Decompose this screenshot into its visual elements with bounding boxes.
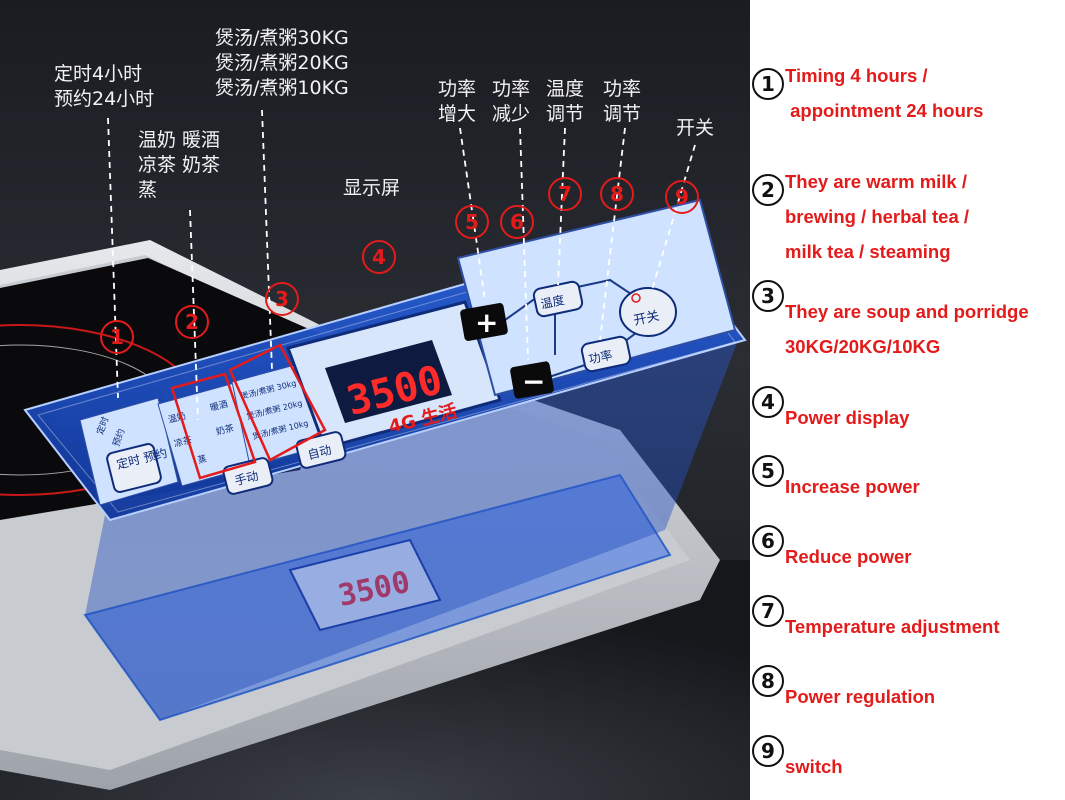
floating-panel-border	[37, 237, 736, 513]
legend-panel: 1 Timing 4 hours / appointment 24 hours …	[750, 0, 1065, 800]
legend-text: switch	[785, 756, 843, 777]
temp-button-label: 温度	[539, 292, 566, 312]
temp-button[interactable]	[532, 280, 584, 318]
legend-number: 3	[752, 280, 784, 312]
power-button[interactable]	[580, 335, 632, 373]
cooker-illustration: 3500 3500 4G 生活 + − 温度 功率 开关	[0, 198, 750, 800]
marker-1: 1	[100, 320, 134, 354]
legend-number: 5	[752, 455, 784, 487]
minus-label: −	[522, 365, 545, 398]
plus-button[interactable]	[460, 302, 509, 341]
callout-modes: 温奶 暖酒 凉茶 奶茶 蒸	[138, 129, 221, 201]
product-photo: 3500 3500 4G 生活 + − 温度 功率 开关	[0, 0, 750, 800]
legend-text: Power regulation	[785, 686, 936, 707]
marker-3: 3	[265, 282, 299, 316]
minus-button[interactable]	[510, 361, 555, 399]
power-symbol-icon	[631, 293, 641, 303]
manual-button-label: 手动	[233, 469, 260, 488]
legend-number: 1	[752, 68, 784, 100]
callout-temp: 温度 调节	[546, 78, 585, 125]
marker-9: 9	[665, 180, 699, 214]
control-group	[456, 198, 737, 397]
auto-button[interactable]	[295, 431, 347, 469]
legend-number: 4	[752, 386, 784, 418]
timer-button[interactable]	[106, 443, 162, 493]
marker-5: 5	[455, 205, 489, 239]
lbl-steam: 蒸	[196, 452, 208, 466]
callout-soup: 煲汤/煮粥30KG 煲汤/煮粥20KG 煲汤/煮粥10KG	[215, 27, 349, 99]
marker-4: 4	[362, 240, 396, 274]
switch-button-label: 开关	[632, 309, 661, 329]
plus-label: +	[475, 306, 498, 339]
callout-power-adj: 功率 调节	[603, 78, 642, 125]
power-button-label: 功率	[587, 347, 614, 367]
auto-button-label: 自动	[306, 443, 333, 462]
marker-6: 6	[500, 205, 534, 239]
main-display	[325, 340, 452, 423]
legend-text: Temperature adjustment	[785, 616, 1000, 637]
callout-display: 显示屏	[343, 177, 401, 199]
legend-number: 8	[752, 665, 784, 697]
marker-2: 2	[175, 305, 209, 339]
legend-text: They are soup and porridge 30KG/20KG/10K…	[785, 301, 1029, 357]
highlight-box-soup	[228, 343, 327, 462]
legend-number: 9	[752, 735, 784, 767]
legend-number: 6	[752, 525, 784, 557]
highlight-box-modes	[170, 372, 257, 480]
legend-text: Timing 4 hours / appointment 24 hours	[785, 65, 984, 121]
legend-text: Reduce power	[785, 546, 912, 567]
legend-text: Increase power	[785, 476, 920, 497]
legend-number: 2	[752, 174, 784, 206]
legend-number: 7	[752, 595, 784, 627]
legend-text: They are warm milk / brewing / herbal te…	[785, 171, 970, 262]
callout-power-down: 功率 减少	[492, 78, 531, 125]
callout-power-up: 功率 增大	[438, 78, 477, 125]
marker-8: 8	[600, 177, 634, 211]
callout-switch: 开关	[676, 117, 715, 139]
legend-text: Power display	[785, 407, 910, 428]
switch-button[interactable]	[619, 287, 677, 337]
marker-7: 7	[548, 177, 582, 211]
callout-timer: 定时4小时 预约24小时	[54, 63, 155, 110]
